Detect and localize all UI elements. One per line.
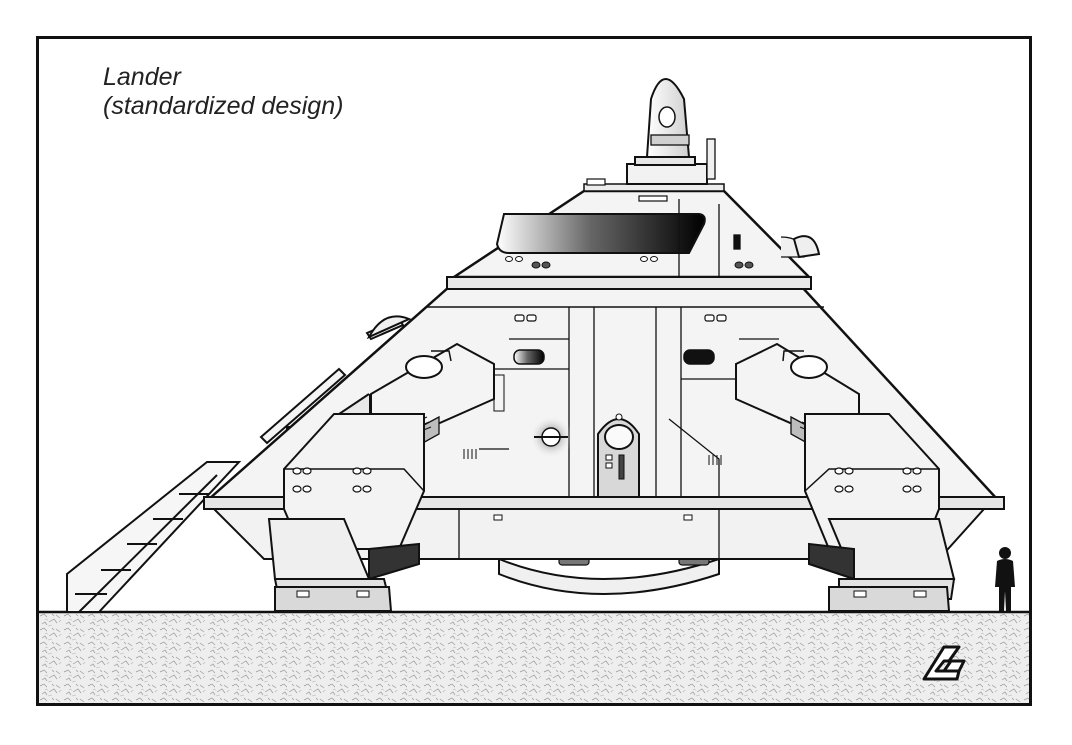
- hatch-door: [597, 413, 640, 500]
- upper-cabin: [446, 183, 812, 290]
- title-line-2: (standardized design): [103, 92, 344, 120]
- beacon-light: [529, 415, 573, 459]
- illustration-frame: Lander (standardized design): [36, 36, 1032, 706]
- right-engine-pod: [735, 342, 956, 612]
- human-scale-figure: [995, 547, 1015, 611]
- nose-cone: [586, 78, 716, 186]
- left-engine-pod: [267, 342, 495, 612]
- figure-title: Lander (standardized design): [103, 63, 343, 121]
- ground: [39, 610, 1029, 703]
- lander-illustration: [39, 78, 1029, 703]
- side-dome: [366, 235, 821, 340]
- boarding-ramp: [66, 461, 242, 613]
- belly-disc: [498, 556, 720, 595]
- title-line-1: Lander: [103, 63, 181, 91]
- g-logo: [922, 645, 966, 681]
